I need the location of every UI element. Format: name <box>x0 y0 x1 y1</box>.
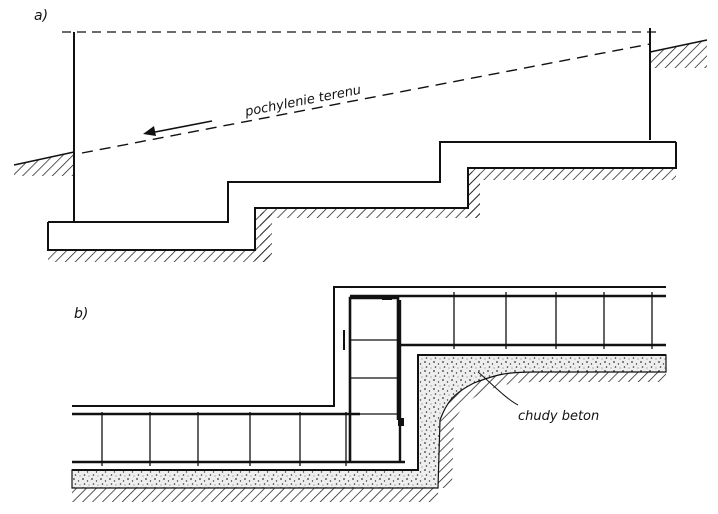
soil-hatch-step <box>438 372 666 488</box>
stirrups-lower <box>101 412 347 466</box>
slope-arrow-shaft <box>149 120 213 134</box>
lean-concrete-label: chudy beton <box>518 409 599 424</box>
rebar-anchor-top <box>382 296 392 300</box>
lean-concrete-leader <box>477 371 519 406</box>
rebar-vertical-outer <box>348 296 400 462</box>
ground-hatch-1 <box>48 208 272 262</box>
terrain-slope-line <box>81 43 651 154</box>
slope-arrow-head <box>143 126 156 136</box>
left-ground-hatch <box>14 152 74 176</box>
foundation-top-edge <box>72 286 666 407</box>
riser-ties <box>350 339 398 415</box>
panel-a-label: a) <box>34 8 48 24</box>
ground-hatch-3 <box>468 168 676 180</box>
soil-hatch-lower <box>72 488 438 502</box>
ground-hatch-2 <box>255 168 480 218</box>
stirrups-upper <box>453 292 653 349</box>
rebar-anchor-mid <box>398 418 404 426</box>
foundation-bottom-edge <box>72 354 666 471</box>
panel-b-label: b) <box>74 306 88 322</box>
ground-hatch-5 <box>468 172 480 218</box>
panel-b: b) <box>71 286 667 502</box>
right-ground-line <box>649 39 708 53</box>
foundation-top-outline <box>48 141 676 223</box>
foundation-bottom-outline <box>47 142 677 251</box>
slope-note: pochylenie terenu <box>243 83 362 120</box>
left-ground-line <box>13 151 75 166</box>
right-ground-hatch <box>650 40 707 68</box>
panel-a: a) pochylenie terenu <box>13 8 708 262</box>
ground-hatch-4 <box>255 212 270 262</box>
